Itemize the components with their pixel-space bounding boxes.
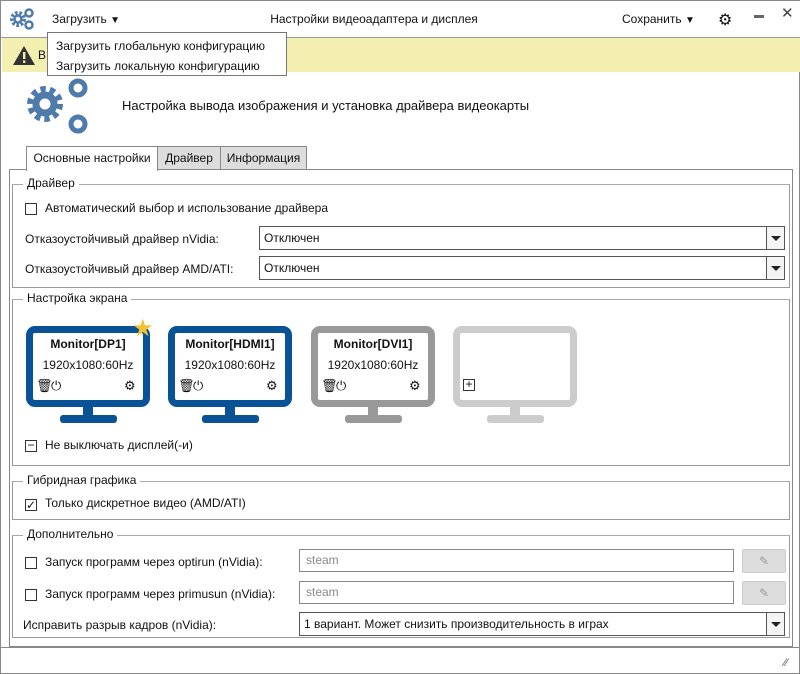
main-settings-panel: Драйвер Автоматический выбор и использов… [9, 169, 793, 647]
discrete-video-label: Только дискретное видео (AMD/ATI) [45, 496, 246, 510]
driver-group: Драйвер Автоматический выбор и использов… [12, 176, 790, 288]
caret-down-icon: ▼ [684, 15, 695, 26]
extra-group: Дополнительно Запуск программ через opti… [12, 527, 790, 638]
add-monitor-icon[interactable]: + [463, 378, 475, 391]
load-dropdown-menu: Загрузить глобальную конфигурацию Загруз… [47, 32, 287, 76]
edit-icon: ✎ [758, 586, 770, 600]
header-gears-icon [27, 78, 88, 134]
nvidia-driver-value: Отключен [264, 231, 320, 245]
power-icon[interactable]: ⏻ [51, 378, 62, 393]
status-divider [1, 647, 799, 648]
primusun-checkbox[interactable] [25, 589, 37, 601]
banner-text: В [38, 48, 47, 62]
gear-icon[interactable]: ⚙ [266, 378, 278, 393]
trash-icon[interactable]: 🗑 [321, 378, 338, 393]
primusun-edit-button[interactable]: ✎ [742, 581, 786, 605]
trash-icon[interactable]: 🗑 [36, 378, 53, 393]
monitor-mode: 1920x1080:60Hz [42, 358, 134, 372]
window-title: Настройки видеоадаптера и дисплея [270, 12, 478, 26]
primary-star-icon: ★ [132, 315, 154, 342]
close-button[interactable]: ✕ [781, 5, 794, 22]
optirun-label: Запуск программ через optirun (nVidia): [45, 555, 263, 569]
gear-icon[interactable]: ⚙ [409, 378, 421, 393]
optirun-edit-button[interactable]: ✎ [742, 549, 786, 573]
hybrid-legend: Гибридная графика [23, 473, 141, 487]
monitor-mode: 1920x1080:60Hz [184, 358, 276, 372]
tearing-fix-label: Исправить разрыв кадров (nVidia): [23, 618, 217, 632]
amd-driver-label: Отказоустойчивый драйвер AMD/ATI: [25, 262, 234, 276]
minimize-button[interactable] [754, 15, 764, 18]
discrete-video-checkbox[interactable]: ✓ [25, 498, 37, 512]
dropdown-arrow-icon[interactable] [766, 257, 784, 279]
auto-driver-label: Автоматический выбор и использование дра… [45, 201, 328, 215]
power-icon[interactable]: ⏻ [193, 378, 204, 393]
primusun-label: Запуск программ через primusun (nVidia): [45, 587, 276, 601]
screen-legend: Настройка экрана [23, 291, 132, 305]
monitor-name: Monitor[HDMI1] [185, 337, 275, 351]
screen-group: Настройка экрана Monitor[DP1] 1920x1080:… [12, 291, 790, 466]
monitor-mode: 1920x1080:60Hz [327, 358, 419, 372]
keep-display-on-checkbox[interactable]: − [25, 439, 37, 452]
gear-icon[interactable]: ⚙ [124, 378, 136, 393]
trash-icon[interactable]: 🗑 [178, 378, 195, 393]
load-menu-button[interactable]: Загрузить ▼ [52, 12, 120, 26]
hybrid-group: Гибридная графика ✓ Только дискретное ви… [12, 473, 790, 520]
tab-main-settings[interactable]: Основные настройки [26, 146, 158, 171]
dropdown-arrow-icon[interactable] [766, 227, 784, 249]
header-title: Настройка вывода изображения и установка… [122, 98, 530, 113]
monitor-empty-slot[interactable]: + [453, 326, 577, 426]
tearing-fix-select[interactable]: 1 вариант. Может снизить производительно… [299, 612, 785, 636]
optirun-checkbox[interactable] [25, 557, 37, 569]
warning-icon [13, 46, 35, 65]
monitor-name: Monitor[DP1] [50, 337, 126, 351]
nvidia-driver-select[interactable]: Отключен [259, 226, 785, 250]
keep-display-on-label: Не выключать дисплей(-и) [45, 438, 193, 452]
extra-legend: Дополнительно [23, 527, 118, 541]
title-bar: Загрузить ▼ Настройки видеоадаптера и ди… [1, 1, 800, 38]
monitor-name: Monitor[DVI1] [333, 337, 413, 351]
monitor-dp1[interactable]: Monitor[DP1] 1920x1080:60Hz 🗑⏻ ⚙ ★ [26, 315, 154, 426]
save-label: Сохранить [622, 12, 682, 26]
save-menu-button[interactable]: Сохранить ▼ [622, 12, 695, 26]
tearing-fix-value: 1 вариант. Может снизить производительно… [304, 617, 609, 631]
menu-item-load-global[interactable]: Загрузить глобальную конфигурацию [56, 39, 265, 53]
app-gears-icon [10, 8, 34, 30]
load-label: Загрузить [52, 12, 107, 26]
monitor-hdmi1[interactable]: Monitor[HDMI1] 1920x1080:60Hz 🗑⏻ ⚙ [168, 326, 292, 426]
settings-gear-icon[interactable]: ⚙ [718, 12, 733, 29]
primusun-input[interactable]: steam [299, 581, 734, 604]
power-icon[interactable]: ⏻ [336, 378, 347, 393]
caret-down-icon: ▼ [110, 15, 121, 26]
edit-icon: ✎ [758, 554, 770, 568]
amd-driver-value: Отключен [264, 261, 320, 275]
resize-grip-icon[interactable]: ⁄⁄ [784, 657, 788, 669]
nvidia-driver-label: Отказоустойчивый драйвер nVidia: [25, 232, 219, 246]
tab-driver[interactable]: Драйвер [157, 146, 221, 170]
optirun-input[interactable]: steam [299, 549, 734, 572]
menu-item-load-local[interactable]: Загрузить локальную конфигурацию [56, 59, 260, 73]
driver-legend: Драйвер [23, 176, 79, 190]
tab-info[interactable]: Информация [220, 146, 307, 170]
dropdown-arrow-icon[interactable] [766, 613, 784, 635]
monitor-dvi1[interactable]: Monitor[DVI1] 1920x1080:60Hz 🗑⏻ ⚙ [311, 326, 435, 426]
amd-driver-select[interactable]: Отключен [259, 256, 785, 280]
auto-driver-checkbox[interactable] [25, 203, 37, 215]
